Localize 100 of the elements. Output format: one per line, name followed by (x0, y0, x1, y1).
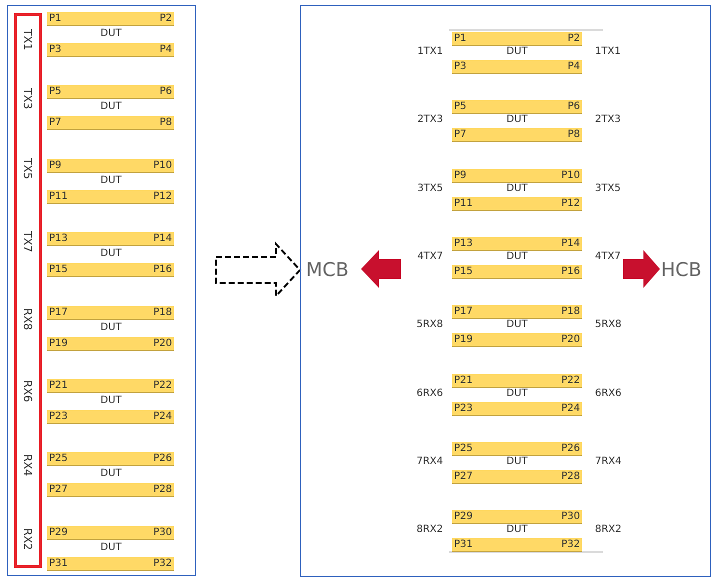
pin-label: P16 (153, 263, 172, 278)
pin-label: P32 (561, 538, 580, 552)
device-label: DUT (505, 319, 529, 330)
channel-label: 6RX6 (595, 388, 622, 398)
pin-bar (452, 196, 582, 211)
channel-label: 7RX4 (595, 456, 622, 467)
pin-label: P31 (454, 538, 473, 552)
pin-label: P13 (49, 232, 68, 246)
channel-label: 7RX4 (416, 456, 443, 467)
block-arrow (361, 250, 401, 288)
channel-label: 4TX7 (595, 250, 621, 262)
pin-label: P14 (561, 236, 580, 251)
pin-bar (452, 510, 582, 524)
block-arrow (215, 241, 302, 299)
pin-bar (47, 526, 174, 540)
device-label: DUT (505, 456, 529, 467)
channel-label: 1TX1 (417, 46, 443, 57)
pin-label: P20 (153, 336, 172, 351)
pin-bar (47, 12, 174, 26)
device-label: DUT (505, 114, 529, 126)
pin-label: P28 (153, 483, 172, 498)
pin-label: P22 (561, 374, 580, 388)
device-label: DUT (505, 46, 529, 57)
pin-bar (47, 263, 174, 278)
panel (300, 5, 711, 577)
pin-bar (452, 305, 582, 320)
device-label: DUT (505, 182, 529, 194)
pin-bar (452, 128, 582, 142)
pin-label: P3 (49, 43, 62, 57)
pin-bar (47, 410, 174, 424)
pin-bar (47, 190, 174, 204)
channel-label: 8RX2 (595, 524, 622, 536)
signal-label: TX1 (21, 29, 34, 50)
pin-label: P8 (160, 116, 172, 130)
device-label: DUT (99, 28, 123, 39)
pin-label: P21 (454, 374, 473, 388)
board-label: MCB (306, 257, 362, 283)
pin-label: P17 (49, 306, 68, 320)
channel-label: 2TX3 (595, 114, 621, 126)
channel-label: 3TX5 (417, 182, 443, 194)
pin-bar (47, 336, 174, 351)
block-arrow (623, 250, 660, 288)
pin-label: P12 (561, 196, 580, 211)
pin-label: P18 (561, 305, 580, 320)
signal-label: RX6 (21, 380, 34, 402)
pin-bar (47, 85, 174, 100)
pin-label: P9 (49, 158, 62, 173)
pin-label: P15 (454, 264, 473, 279)
pin-label: P10 (561, 168, 580, 183)
pin-bar (47, 379, 174, 393)
pin-bar (452, 442, 582, 456)
pin-label: P6 (568, 100, 580, 114)
pin-label: P29 (454, 510, 473, 524)
device-label: DUT (99, 248, 123, 260)
pin-label: P9 (454, 168, 466, 183)
pin-label: P1 (454, 32, 466, 46)
pin-label: P28 (561, 470, 580, 484)
device-label: DUT (99, 322, 123, 333)
signal-group-frame (14, 13, 42, 568)
pin-label: P16 (561, 264, 580, 279)
pin-label: P23 (49, 410, 68, 424)
pin-bar (452, 374, 582, 388)
pin-bar (47, 232, 174, 246)
pin-bar (47, 306, 174, 320)
pin-bar (47, 556, 174, 571)
channel-label: 6RX6 (416, 388, 443, 398)
channel-label: 1TX1 (595, 46, 621, 57)
pin-bar (452, 264, 582, 279)
pin-label: P4 (568, 60, 580, 74)
pin-bar (452, 402, 582, 416)
pin-label: P32 (153, 556, 172, 571)
pin-label: P11 (454, 196, 473, 211)
device-label: DUT (505, 250, 529, 262)
pin-label: P25 (49, 452, 68, 466)
pin-label: P12 (153, 190, 172, 204)
device-label: DUT (505, 524, 529, 536)
pin-label: P19 (454, 333, 473, 348)
signal-label: RX2 (21, 528, 34, 550)
pin-label: P29 (49, 526, 68, 540)
pin-label: P2 (568, 32, 580, 46)
pin-label: P26 (561, 442, 580, 456)
pin-label: P14 (153, 232, 172, 246)
channel-label: 5RX8 (595, 319, 622, 330)
device-label: DUT (99, 101, 123, 112)
pin-bar (452, 60, 582, 74)
pin-bar (452, 236, 582, 251)
pin-label: P18 (153, 306, 172, 320)
device-label: DUT (99, 468, 123, 480)
pin-label: P7 (49, 116, 62, 130)
pin-label: P25 (454, 442, 473, 456)
channel-label: 2TX3 (417, 114, 443, 126)
pin-label: P22 (153, 379, 172, 393)
pin-label: P27 (454, 470, 473, 484)
panel (7, 5, 196, 576)
device-label: DUT (99, 542, 123, 553)
pin-label: P23 (454, 402, 473, 416)
pin-bar (47, 452, 174, 466)
pin-label: P17 (454, 305, 473, 320)
signal-label: TX5 (21, 158, 34, 180)
pin-bar (452, 470, 582, 484)
